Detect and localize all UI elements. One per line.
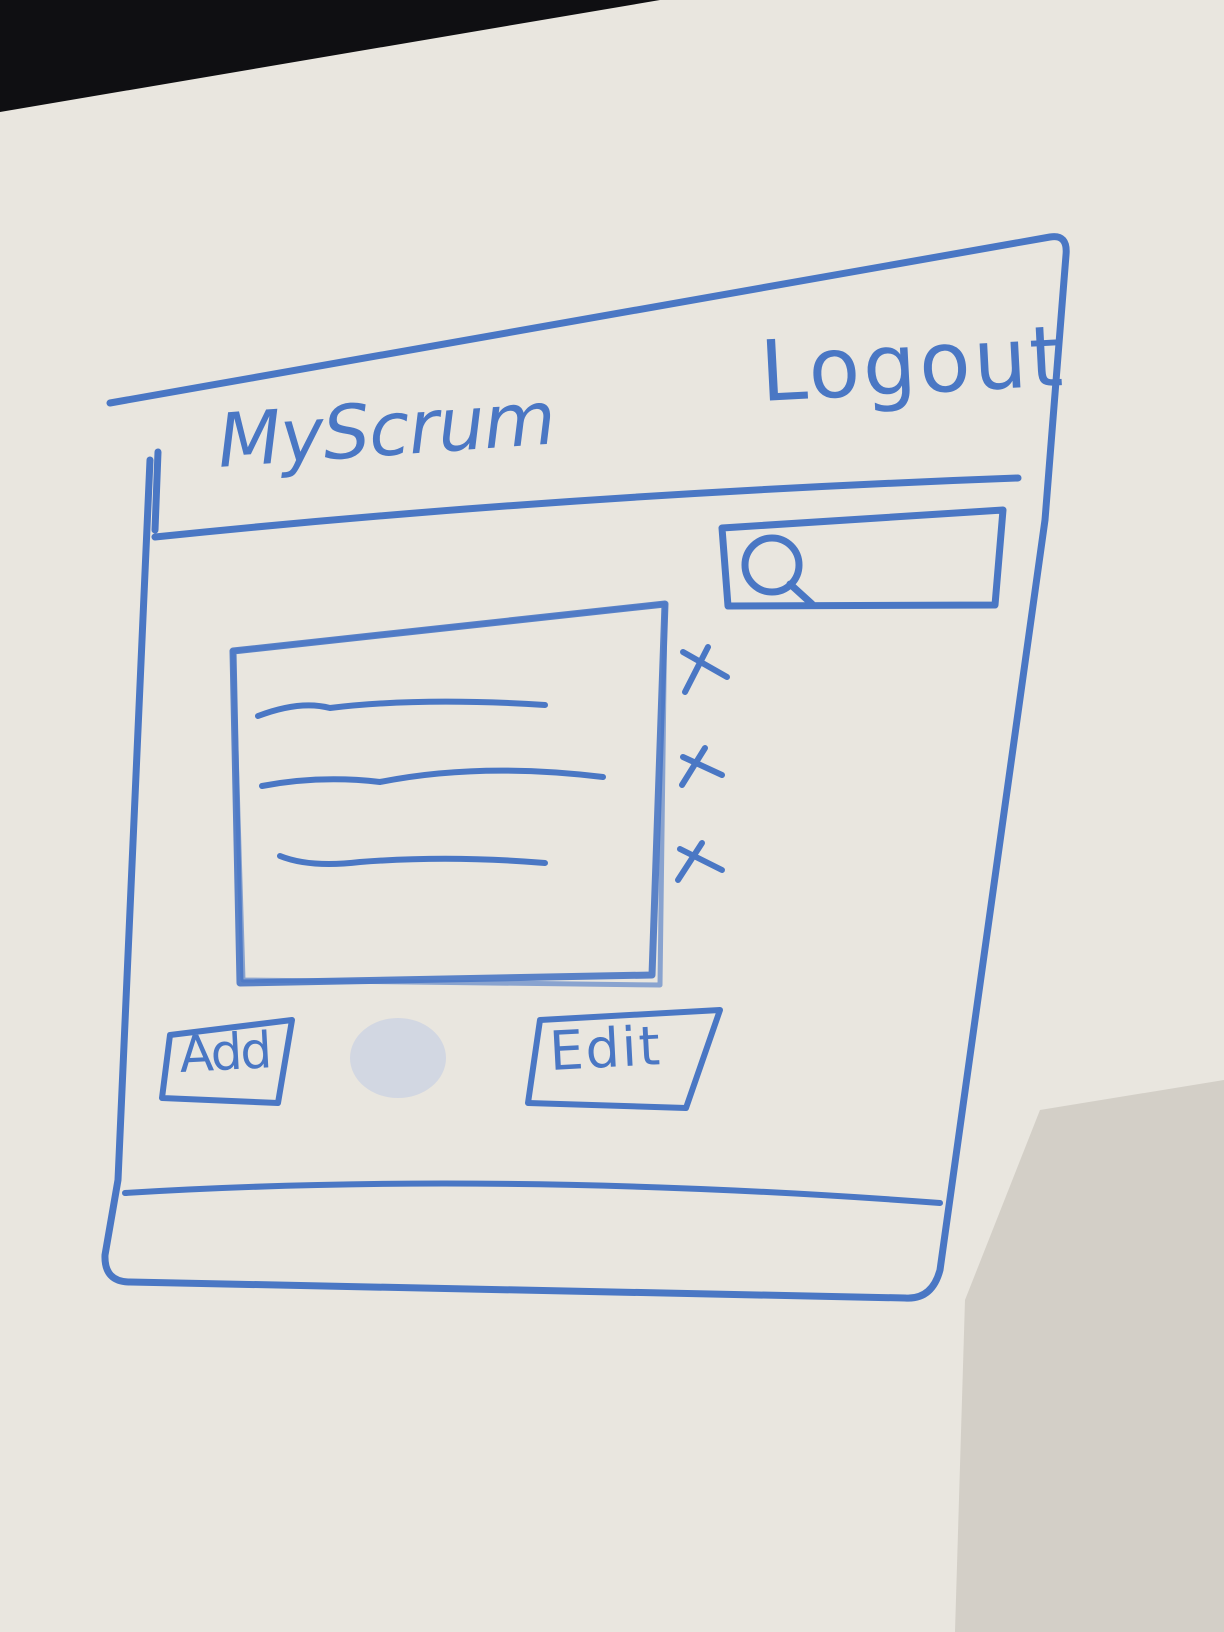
search-icon-handle xyxy=(786,580,816,608)
add-button-hit[interactable] xyxy=(160,1020,295,1105)
edit-button[interactable] xyxy=(525,1007,723,1111)
list-item[interactable] xyxy=(259,767,606,789)
search-box[interactable] xyxy=(718,506,1007,610)
list-item[interactable] xyxy=(255,698,548,719)
list-item[interactable] xyxy=(277,853,548,867)
search-input[interactable] xyxy=(718,505,1003,610)
window-frame xyxy=(101,233,1070,1302)
delete-item-3-icon[interactable] xyxy=(675,840,725,883)
delete-item-1-icon[interactable] xyxy=(680,644,730,695)
board-edge-shadow xyxy=(0,0,660,112)
delete-item-2-icon[interactable] xyxy=(679,745,725,788)
footer-divider xyxy=(122,1180,943,1206)
header-accent xyxy=(151,448,162,534)
hand-shadow xyxy=(955,1080,1224,1632)
header-divider xyxy=(151,474,1022,541)
search-icon xyxy=(741,534,803,596)
smudge xyxy=(350,1018,446,1098)
edit-button-hit[interactable] xyxy=(525,1005,725,1115)
app-title: MyScrum xyxy=(214,375,558,485)
list-panel xyxy=(230,601,668,988)
logout-link[interactable]: Logout xyxy=(757,307,1068,421)
list-panel-outer xyxy=(229,600,669,987)
add-button[interactable] xyxy=(159,1017,295,1106)
